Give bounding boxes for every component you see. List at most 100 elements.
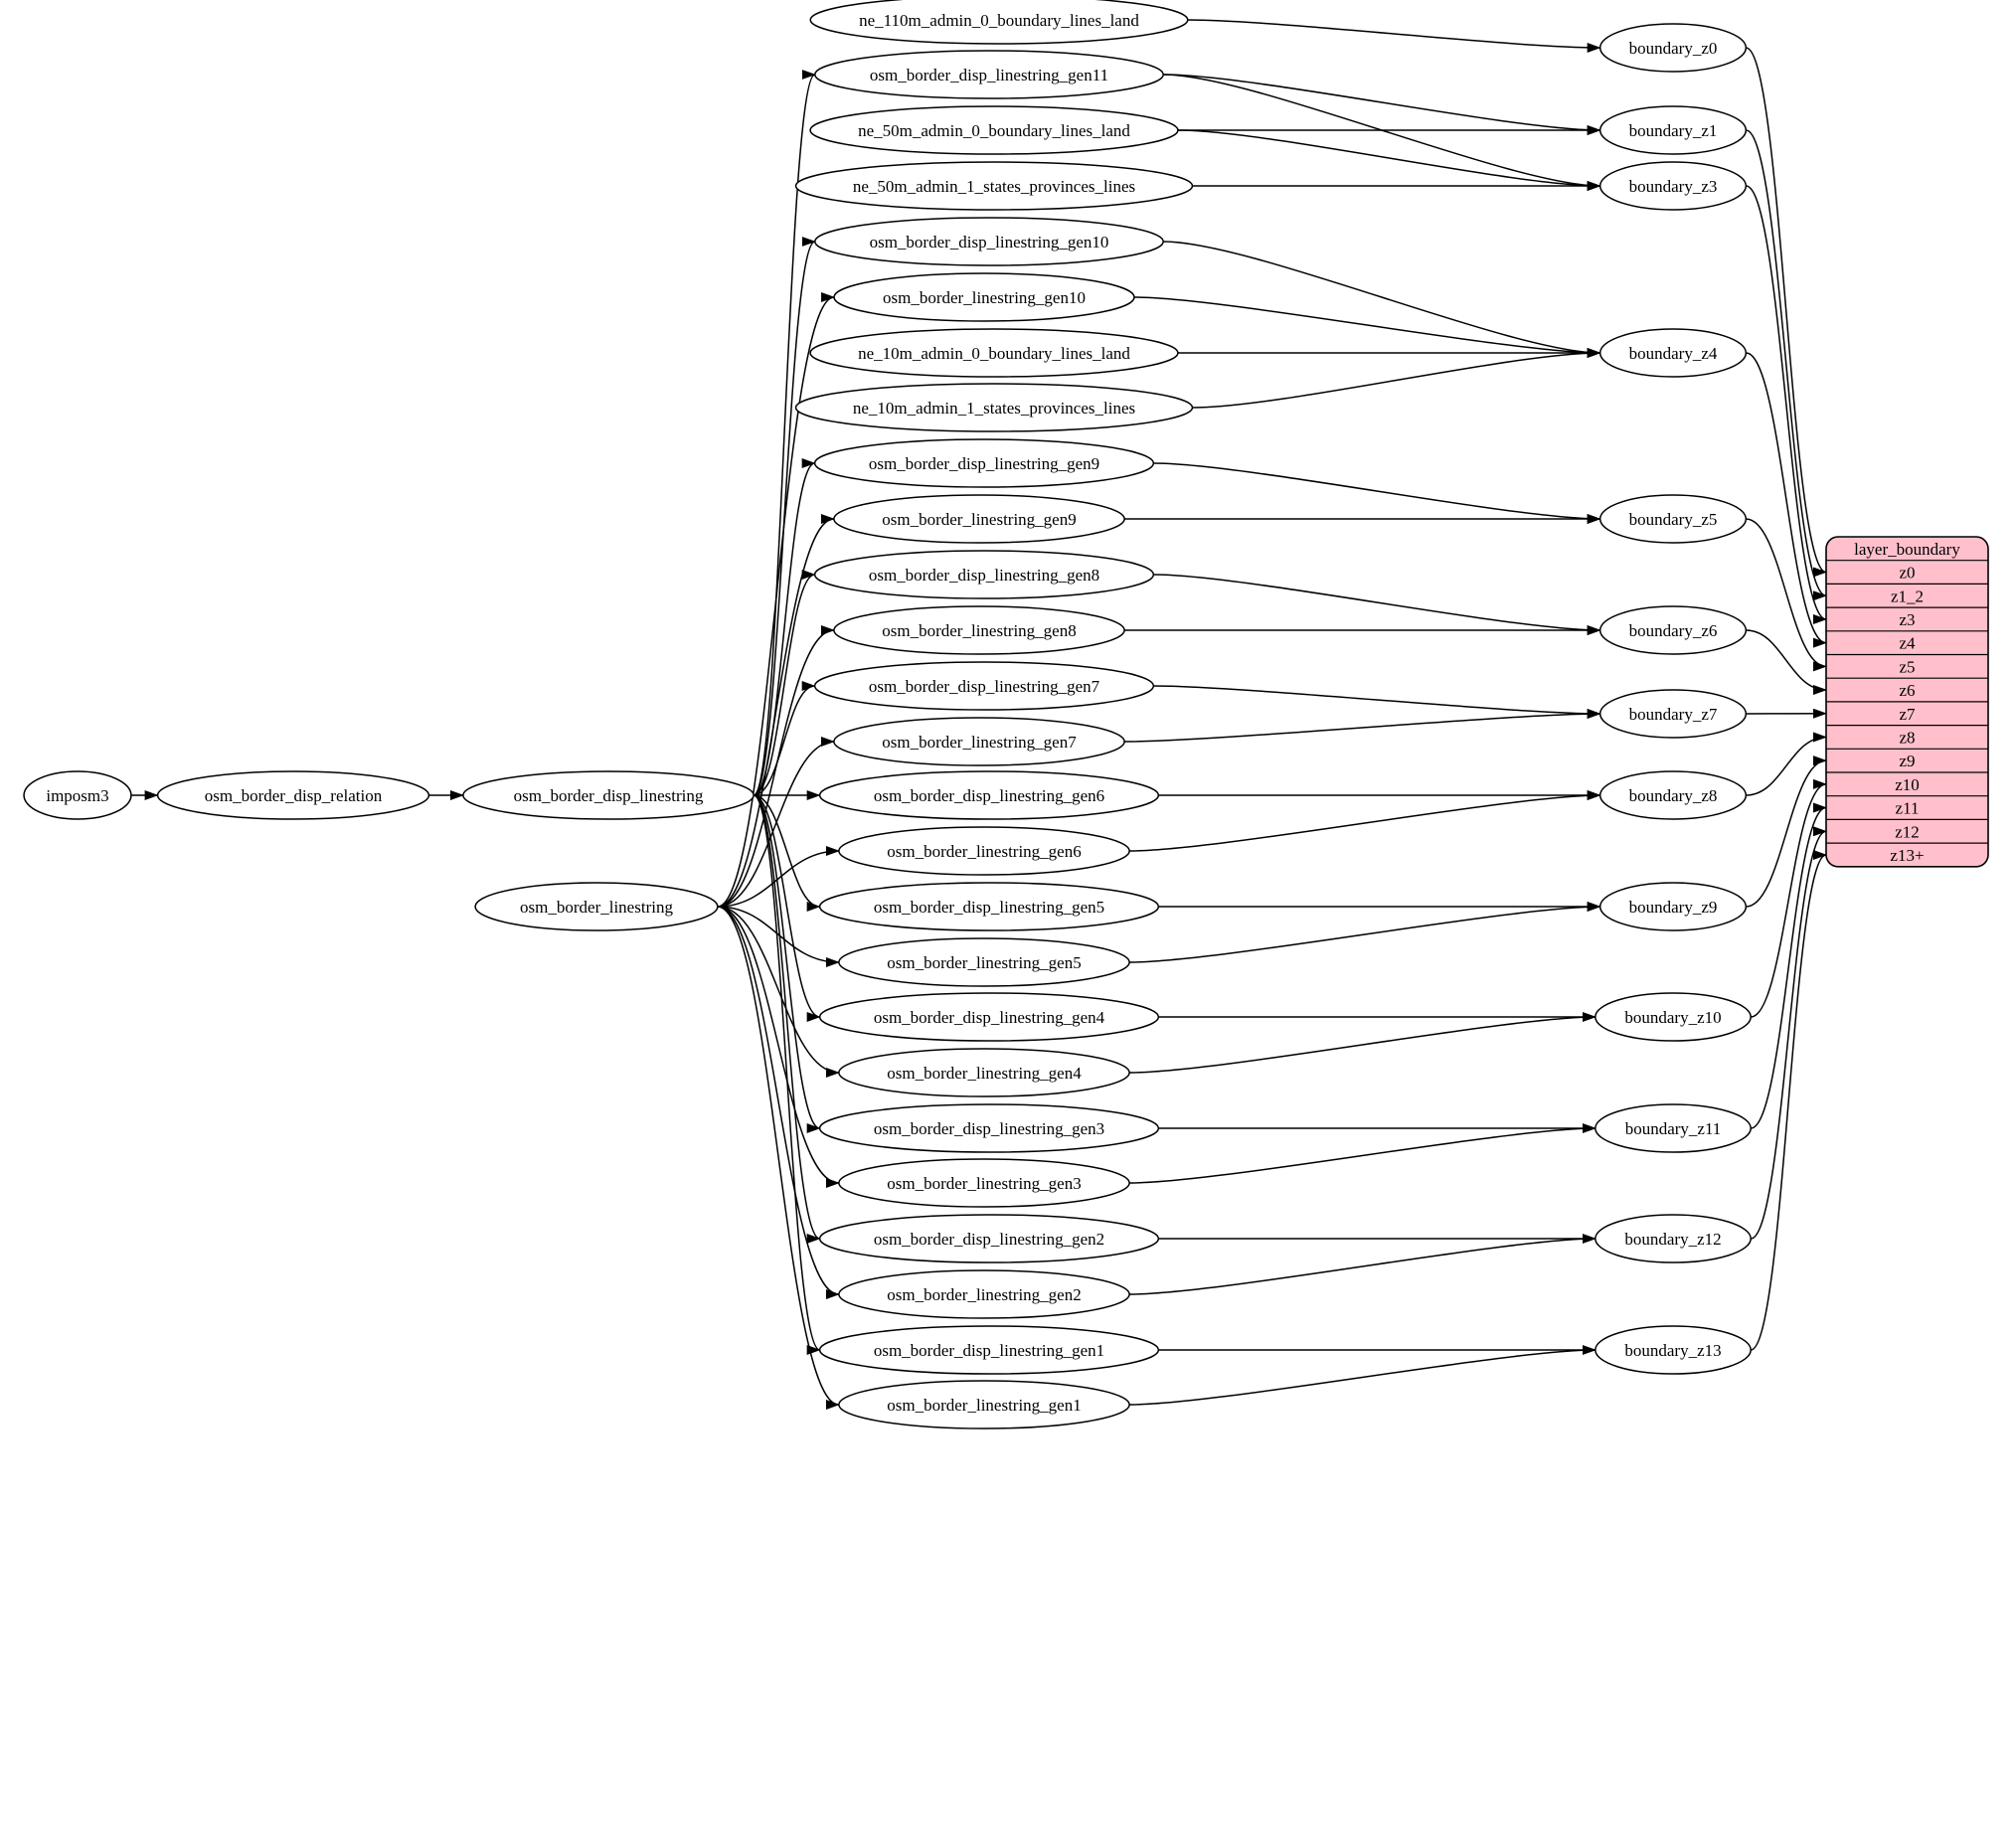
edge-boundary_z6--layer_boundary-z6 [1746,629,1827,696]
edge-osm_border_linestring--osm_border_linestring_gen5 [717,906,840,967]
node-osm_border_disp_linestring_gen5: osm_border_disp_linestring_gen5 [818,882,1160,931]
node-osm_border_disp_relation: osm_border_disp_relation [156,770,430,820]
node-label-osm_border_disp_linestring_gen5: osm_border_disp_linestring_gen5 [874,898,1104,917]
node-osm_border_linestring_gen5: osm_border_linestring_gen5 [838,937,1130,987]
node-label-osm_border_disp_relation: osm_border_disp_relation [205,786,383,805]
node-label-osm_border_linestring_gen2: osm_border_linestring_gen2 [887,1285,1081,1304]
node-shape-boundary_z11 [1595,1103,1752,1153]
node-boundary_z3: boundary_z3 [1598,161,1748,211]
edge-osm_border_disp_linestring_gen11--boundary_z3 [1163,74,1601,191]
node-label-boundary_z12: boundary_z12 [1624,1230,1721,1249]
table-row-z4: z4 [1899,634,1916,653]
edge-osm_border_linestring_gen3--boundary_z11 [1129,1123,1596,1184]
node-label-ne_110m_admin_0_boundary_lines_land: ne_110m_admin_0_boundary_lines_land [859,11,1139,30]
node-label-osm_border_disp_linestring_gen3: osm_border_disp_linestring_gen3 [874,1119,1104,1138]
node-label-boundary_z7: boundary_z7 [1629,705,1718,724]
node-shape-osm_border_linestring_gen2 [838,1269,1130,1319]
node-label-ne_50m_admin_1_states_provinces_lines: ne_50m_admin_1_states_provinces_lines [853,177,1135,196]
table-row-z5: z5 [1899,657,1915,676]
node-label-boundary_z5: boundary_z5 [1629,510,1718,529]
table-layer_boundary: layer_boundaryz0z1_2z3z4z5z6z7z8z9z10z11… [1825,536,1989,868]
node-label-osm_border_linestring_gen3: osm_border_linestring_gen3 [887,1174,1081,1193]
node-osm_border_disp_linestring: osm_border_disp_linestring [462,770,755,820]
node-label-ne_10m_admin_0_boundary_lines_land: ne_10m_admin_0_boundary_lines_land [858,344,1130,363]
node-boundary_z5: boundary_z5 [1598,494,1748,544]
node-ne_10m_admin_0_boundary_lines_land: ne_10m_admin_0_boundary_lines_land [809,328,1179,378]
node-osm_border_linestring_gen4: osm_border_linestring_gen4 [838,1048,1130,1097]
node-shape-osm_border_disp_linestring_gen9 [813,438,1155,488]
node-shape-osm_border_linestring_gen1 [838,1380,1130,1429]
edge-boundary_z4--layer_boundary-z4 [1746,352,1827,648]
node-label-osm_border_disp_linestring_gen1: osm_border_disp_linestring_gen1 [874,1341,1104,1360]
node-osm_border_disp_linestring_gen4: osm_border_disp_linestring_gen4 [818,992,1160,1042]
node-ne_50m_admin_0_boundary_lines_land: ne_50m_admin_0_boundary_lines_land [809,105,1179,155]
node-label-osm_border_linestring_gen4: osm_border_linestring_gen4 [887,1064,1082,1083]
node-label-boundary_z6: boundary_z6 [1629,621,1718,640]
node-ne_10m_admin_1_states_provinces_lines: ne_10m_admin_1_states_provinces_lines [794,383,1194,432]
edge-boundary_z11--layer_boundary-z11 [1750,802,1827,1129]
edge-boundary_z1--layer_boundary-z1_2 [1746,129,1827,601]
node-label-osm_border_linestring: osm_border_linestring [520,898,673,917]
node-label-boundary_z10: boundary_z10 [1624,1008,1721,1027]
edge-osm_border_linestring--osm_border_linestring_gen8 [717,625,835,908]
edge-osm_border_linestring--osm_border_linestring_gen1 [717,906,840,1410]
node-label-osm_border_disp_linestring_gen8: osm_border_disp_linestring_gen8 [869,566,1099,585]
edge-boundary_z8--layer_boundary-z8 [1746,732,1827,796]
node-shape-osm_border_linestring [474,882,719,931]
node-shape-osm_border_disp_linestring [462,770,755,820]
edge-osm_border_linestring_gen10--boundary_z4 [1133,296,1601,358]
node-label-boundary_z4: boundary_z4 [1629,344,1718,363]
edge-osm_border_linestring_gen6--boundary_z8 [1129,790,1601,852]
node-osm_border_linestring_gen7: osm_border_linestring_gen7 [833,717,1125,766]
node-label-boundary_z13: boundary_z13 [1624,1341,1721,1360]
node-label-boundary_z3: boundary_z3 [1629,177,1718,196]
edge-ne_50m_admin_0_boundary_lines_land--boundary_z3 [1177,129,1601,191]
node-label-imposm3: imposm3 [46,786,108,805]
node-osm_border_disp_linestring_gen2: osm_border_disp_linestring_gen2 [818,1214,1160,1263]
node-shape-osm_border_disp_linestring_gen2 [818,1214,1160,1263]
table-title: layer_boundary [1854,540,1960,559]
node-shape-osm_border_disp_linestring_gen1 [818,1325,1160,1375]
node-ne_50m_admin_1_states_provinces_lines: ne_50m_admin_1_states_provinces_lines [794,161,1194,211]
edge-osm_border_linestring--osm_border_linestring_gen4 [717,906,840,1078]
node-label-osm_border_linestring_gen8: osm_border_linestring_gen8 [882,621,1076,640]
node-boundary_z0: boundary_z0 [1598,23,1748,73]
node-shape-boundary_z1 [1598,105,1748,155]
node-shape-osm_border_disp_linestring_gen8 [813,550,1155,599]
node-label-osm_border_disp_linestring: osm_border_disp_linestring [514,786,704,805]
edge-boundary_z13--layer_boundary-z13+ [1750,850,1827,1351]
edge-osm_border_disp_linestring_gen11--boundary_z1 [1163,74,1601,135]
node-osm_border_linestring_gen1: osm_border_linestring_gen1 [838,1380,1130,1429]
node-label-osm_border_linestring_gen6: osm_border_linestring_gen6 [887,842,1081,861]
edge-osm_border_disp_linestring--osm_border_disp_linestring_gen4 [753,794,821,1022]
node-shape-ne_50m_admin_0_boundary_lines_land [809,105,1179,155]
node-osm_border_disp_linestring_gen9: osm_border_disp_linestring_gen9 [813,438,1155,488]
table-row-z7: z7 [1899,705,1916,724]
edge-boundary_z9--layer_boundary-z9 [1746,756,1827,908]
node-shape-osm_border_disp_linestring_gen6 [818,770,1160,820]
table-row-z3: z3 [1899,610,1915,629]
node-label-osm_border_linestring_gen10: osm_border_linestring_gen10 [883,288,1086,307]
edge-osm_border_disp_linestring_gen8--boundary_z6 [1153,574,1601,635]
node-shape-boundary_z4 [1598,328,1748,378]
node-label-boundary_z1: boundary_z1 [1629,121,1718,140]
edge-osm_border_linestring--osm_border_linestring_gen10 [717,292,836,908]
edge-osm_border_linestring--osm_border_linestring_gen6 [717,846,840,908]
node-shape-boundary_z8 [1598,770,1748,820]
node-shape-osm_border_disp_linestring_gen10 [814,217,1164,266]
edge-osm_border_disp_linestring--osm_border_disp_linestring_gen2 [753,794,821,1244]
node-boundary_z8: boundary_z8 [1598,770,1748,820]
node-shape-osm_border_linestring_gen3 [838,1158,1130,1208]
node-boundary_z1: boundary_z1 [1598,105,1748,155]
edge-boundary_z0--layer_boundary-z0 [1746,47,1827,578]
node-osm_border_disp_linestring_gen10: osm_border_disp_linestring_gen10 [814,217,1164,266]
node-label-osm_border_disp_linestring_gen10: osm_border_disp_linestring_gen10 [870,233,1109,252]
edge-osm_border_disp_linestring_gen7--boundary_z7 [1153,685,1601,719]
node-shape-osm_border_linestring_gen7 [833,717,1125,766]
node-osm_border_disp_linestring_gen7: osm_border_disp_linestring_gen7 [813,661,1155,711]
edge-osm_border_disp_linestring--osm_border_disp_linestring_gen7 [753,681,816,796]
node-shape-osm_border_linestring_gen9 [833,494,1125,544]
node-shape-osm_border_linestring_gen8 [833,605,1125,655]
node-shape-boundary_z0 [1598,23,1748,73]
node-osm_border_disp_linestring_gen11: osm_border_disp_linestring_gen11 [814,50,1164,99]
